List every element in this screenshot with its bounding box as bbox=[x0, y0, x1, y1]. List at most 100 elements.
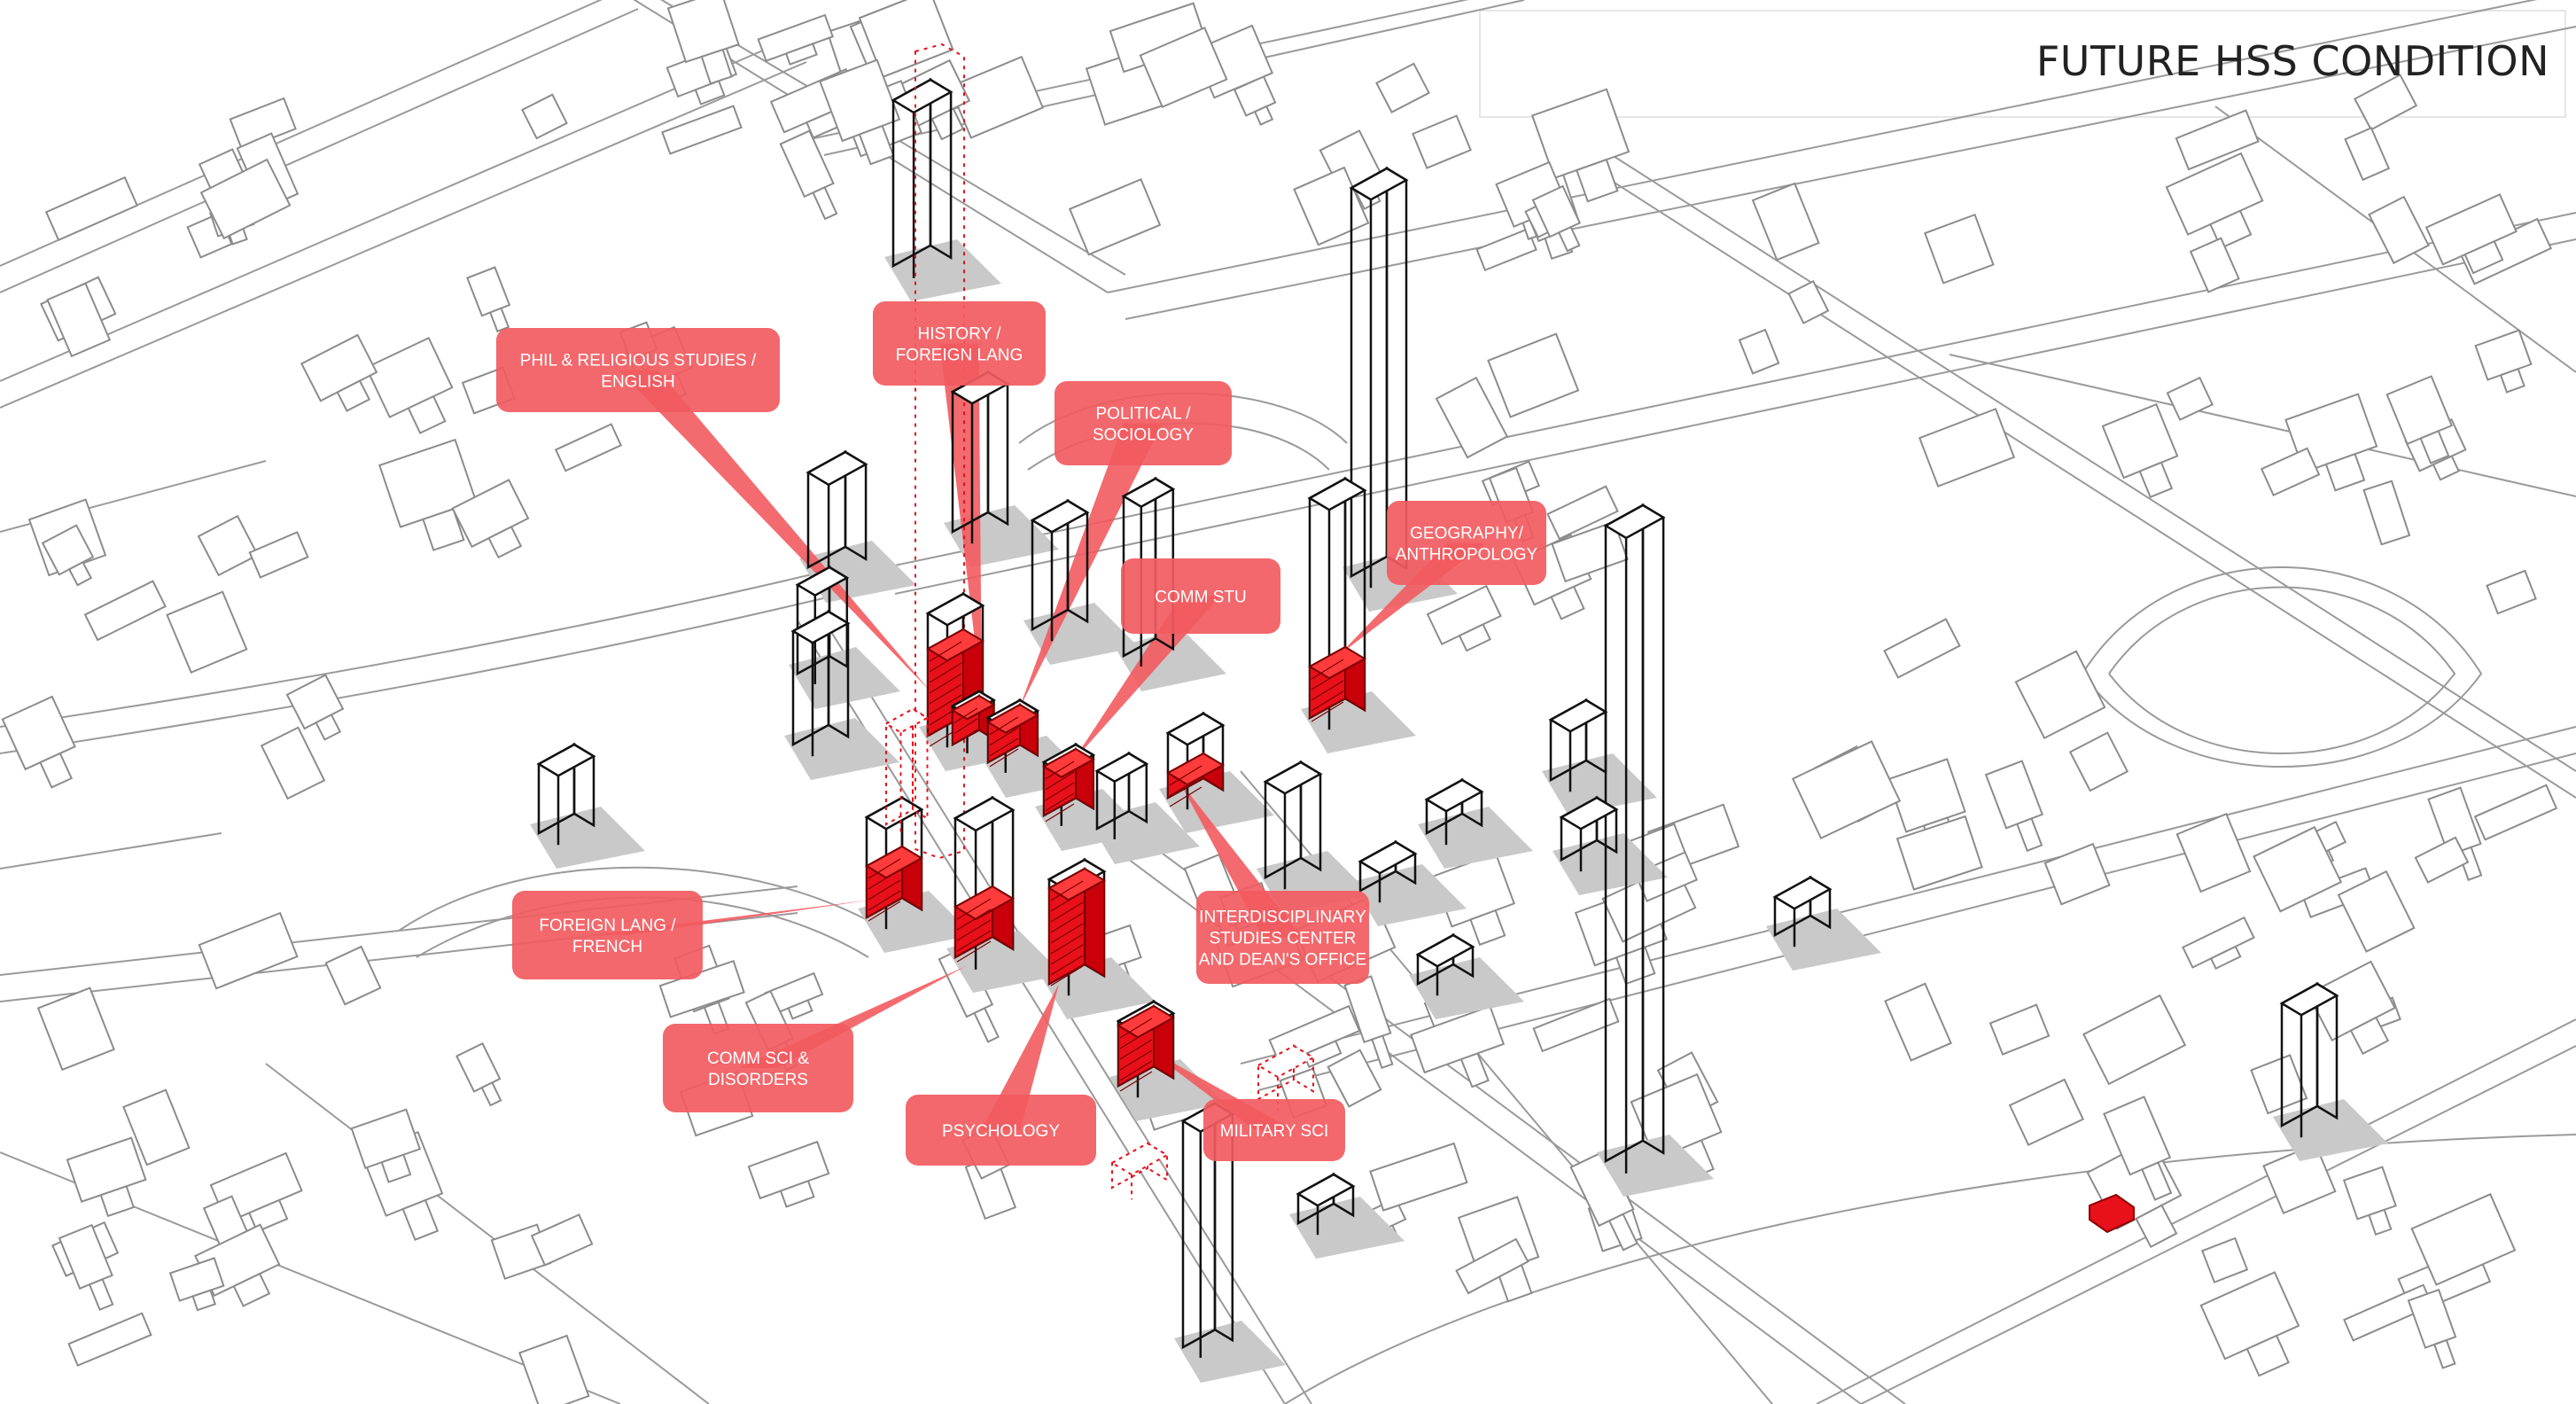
building-footprint bbox=[1546, 485, 1619, 541]
footprint-shape bbox=[122, 1088, 191, 1166]
footprint-shape bbox=[260, 726, 326, 800]
building-footprint bbox=[1068, 178, 1162, 256]
callout-foreign-french: FOREIGN LANG /FRENCH bbox=[512, 891, 703, 979]
footprint-shape bbox=[1895, 815, 1983, 891]
tower-outline bbox=[1424, 777, 1484, 846]
footprint-shape bbox=[198, 911, 299, 990]
callout-box bbox=[1196, 891, 1369, 984]
tower-outline bbox=[1415, 932, 1475, 996]
building-footprint bbox=[1487, 332, 1580, 418]
tower-outline bbox=[1256, 1044, 1316, 1112]
callout-box bbox=[663, 1024, 853, 1112]
building-footprint bbox=[2068, 731, 2129, 792]
building-footprint bbox=[2474, 329, 2533, 394]
floor-line bbox=[1050, 965, 1084, 987]
building-footprint bbox=[2407, 1288, 2457, 1369]
building-footprint bbox=[2368, 195, 2430, 265]
red-block-far-right bbox=[2089, 1193, 2135, 1234]
callout-label-line: AND DEAN'S OFFICE bbox=[1199, 951, 1366, 970]
building-footprint bbox=[166, 590, 248, 674]
floor-line bbox=[1050, 933, 1084, 955]
building-footprint bbox=[1883, 618, 1961, 679]
callout-box bbox=[1203, 1099, 1345, 1161]
callout-label-line: FOREIGN LANG / bbox=[539, 916, 676, 935]
callout-label-line: ENGLISH bbox=[601, 373, 674, 392]
tower-top bbox=[790, 610, 851, 644]
callout-labels: PHIL & RELIGIOUS STUDIES /ENGLISHHISTORY… bbox=[496, 301, 1546, 1166]
floor-line bbox=[1311, 669, 1344, 690]
footprint-wing bbox=[2209, 945, 2242, 970]
building-footprint bbox=[2103, 1096, 2173, 1201]
floor-line bbox=[1050, 901, 1084, 923]
tower-top bbox=[1030, 499, 1090, 534]
road-line bbox=[398, 866, 887, 932]
building-footprint bbox=[1233, 75, 1277, 126]
callout-pointer-comm-stu bbox=[1072, 596, 1220, 762]
footprint-shape bbox=[1546, 485, 1619, 541]
floor-line bbox=[929, 673, 962, 694]
footprint-wing bbox=[1469, 909, 1506, 947]
footprint-wing bbox=[2432, 1338, 2456, 1369]
tower-shadow bbox=[2273, 1099, 2388, 1161]
building-footprint bbox=[1327, 1049, 1382, 1108]
callout-label-line: ANTHROPOLOGY bbox=[1396, 546, 1538, 565]
building-footprint bbox=[1751, 182, 1820, 261]
floor-line bbox=[1169, 776, 1202, 797]
footprint-shape bbox=[83, 580, 167, 642]
building-footprint bbox=[41, 524, 95, 587]
callout-military-sci: MILITARY SCI bbox=[1203, 1099, 1345, 1161]
floor-line bbox=[1050, 880, 1084, 901]
footprint-wing bbox=[1576, 158, 1619, 203]
footprint-wing bbox=[2419, 430, 2450, 464]
floor-line bbox=[1119, 1071, 1153, 1092]
footprint-wing bbox=[401, 1198, 440, 1242]
tower-top bbox=[1165, 712, 1226, 746]
floor-line bbox=[1311, 659, 1344, 680]
footprint-shape bbox=[1327, 1049, 1382, 1108]
tower-top bbox=[1548, 698, 1608, 733]
tower-top bbox=[1349, 167, 1409, 201]
building-footprint bbox=[2175, 109, 2260, 171]
floor-line bbox=[953, 718, 978, 735]
footprint-shape bbox=[2250, 1054, 2308, 1115]
footprint-shape bbox=[2262, 1143, 2337, 1215]
floor-line bbox=[1050, 955, 1084, 976]
building-footprint bbox=[466, 266, 511, 333]
building-footprint bbox=[260, 726, 326, 800]
footprint-shape bbox=[67, 1312, 152, 1367]
tower-shadow bbox=[784, 718, 899, 780]
tower-shadow bbox=[1174, 1321, 1286, 1383]
callout-political-sociology: POLITICAL /SOCIOLOGY bbox=[1055, 381, 1232, 465]
floor-line bbox=[956, 909, 992, 931]
building-footprint bbox=[530, 1213, 594, 1267]
floor-line bbox=[956, 930, 992, 952]
footprint-shape bbox=[2337, 870, 2416, 953]
footprint-shape bbox=[248, 531, 309, 579]
footprint-shape bbox=[1475, 228, 1537, 272]
tower-top bbox=[1559, 796, 1619, 831]
floor-line bbox=[953, 729, 978, 745]
callout-geography-anthropology: GEOGRAPHY/ANTHROPOLOGY bbox=[1387, 501, 1546, 585]
footprint-shape bbox=[1375, 62, 1430, 114]
footprint-shape bbox=[324, 945, 382, 1006]
callout-label-line: INTERDISCIPLINARY bbox=[1199, 909, 1366, 927]
building-footprint bbox=[2424, 193, 2518, 275]
footprint-shape bbox=[530, 1213, 594, 1267]
road-line bbox=[265, 1063, 710, 1404]
footprint-shape bbox=[197, 514, 260, 577]
building-footprint bbox=[1791, 740, 1902, 839]
floor-line bbox=[989, 748, 1019, 768]
footprint-wing bbox=[315, 714, 342, 741]
floor-line bbox=[1045, 782, 1075, 801]
footprint-shape bbox=[518, 1334, 590, 1404]
building-footprint bbox=[350, 1108, 422, 1183]
footprint-shape bbox=[36, 987, 115, 1072]
floor-line bbox=[956, 898, 992, 920]
floor-line bbox=[1119, 1060, 1153, 1081]
tower-top bbox=[1263, 760, 1323, 795]
callout-psychology: PSYCHOLOGY bbox=[906, 1095, 1096, 1166]
footprint-wing bbox=[1557, 225, 1581, 253]
floor-line bbox=[989, 727, 1019, 746]
building-footprint bbox=[324, 945, 382, 1006]
building-footprint bbox=[1530, 88, 1630, 203]
